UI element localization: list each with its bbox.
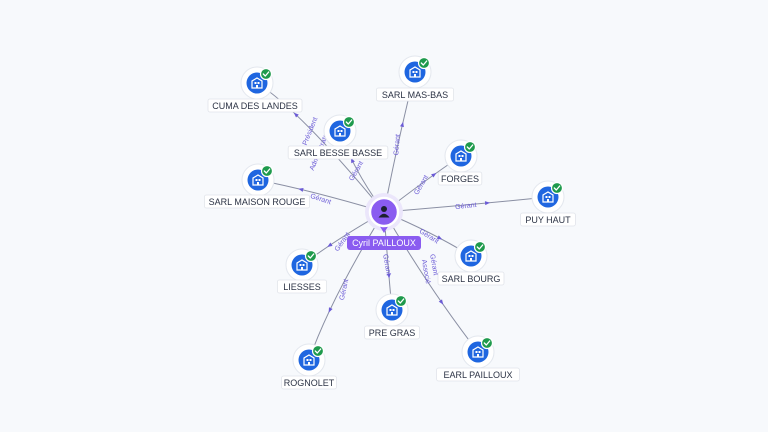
company-node-sarl-mas-bas[interactable]: SARL MAS-BAS [375, 55, 454, 102]
node-label-background [364, 325, 420, 340]
nodes-layer: CUMA DES LANDES SARL MAS-BAS SARL BESSE BA… [203, 55, 576, 390]
edge-arrow-icon [438, 299, 444, 305]
node-label: SARL BOURG [442, 274, 501, 284]
edge-earl-pailloux [383, 211, 479, 353]
node-label-background [203, 194, 310, 209]
company-node-sarl-maison-rouge[interactable]: SARL MAISON ROUGE [203, 163, 310, 209]
verified-check-icon [394, 294, 408, 308]
edge-arrow-icon [400, 121, 404, 128]
verified-check-icon [311, 344, 325, 358]
edge-label: Gérant [455, 202, 477, 211]
node-label-background [437, 271, 505, 286]
building-icon [251, 77, 263, 89]
edge-arrow-icon [431, 172, 437, 178]
building-icon [334, 125, 346, 137]
edge-puy-haut [383, 196, 549, 213]
person-icon [378, 206, 390, 218]
verified-check-icon [417, 56, 431, 70]
edge-label: Gérant [393, 134, 402, 156]
verified-check-icon [550, 181, 564, 195]
node-label: ROGNOLET [284, 378, 335, 388]
verified-check-icon [480, 336, 494, 350]
edge-arrow-icon [327, 242, 333, 247]
node-label: SARL MAISON ROUGE [209, 197, 306, 207]
node-label: SARL MAS-BAS [382, 90, 448, 100]
company-node-earl-pailloux[interactable]: EARL PAILLOUX [436, 335, 520, 382]
node-label-background [281, 375, 337, 390]
edge-arrow-icon [328, 307, 333, 313]
verified-check-icon [260, 164, 274, 178]
building-icon [296, 259, 308, 271]
company-node-puy-haut[interactable]: PUY HAUT [520, 180, 576, 227]
building-icon [472, 346, 484, 358]
edge-arrow-icon [386, 273, 391, 279]
node-label: PUY HAUT [525, 215, 571, 225]
node-label-background [520, 212, 576, 227]
company-node-rognolet[interactable]: ROGNOLET [281, 343, 337, 390]
company-node-pre-gras[interactable]: PRE GRAS [364, 293, 420, 340]
node-label: LIESSES [283, 282, 321, 292]
verified-check-icon [473, 240, 487, 254]
edge-arrow-icon [298, 187, 304, 192]
center-label-background [347, 236, 421, 250]
node-label-background [375, 87, 454, 102]
node-label: EARL PAILLOUX [443, 370, 512, 380]
edge-label: Gérant [339, 278, 350, 300]
building-icon [542, 191, 554, 203]
company-node-sarl-besse-basse[interactable]: SARL BESSE BASSE [287, 114, 389, 160]
node-label: SARL BESSE BASSE [294, 148, 382, 158]
edge-label: Gérant [418, 228, 440, 245]
node-label: PRE GRAS [369, 328, 416, 338]
company-node-liesses[interactable]: LIESSES [276, 248, 327, 294]
node-label-background [207, 98, 303, 113]
building-icon [252, 174, 264, 186]
node-label: FORGES [441, 174, 479, 184]
node-label: CUMA DES LANDES [212, 101, 298, 111]
edge-label: Président [302, 116, 320, 146]
verified-check-icon [304, 249, 318, 263]
edge-label: Gérant [413, 174, 430, 196]
building-icon [455, 150, 467, 162]
node-label-background [276, 279, 327, 294]
edge-label: Gérant [309, 193, 332, 206]
edge-arrow-icon [293, 112, 299, 118]
verified-check-icon [342, 115, 356, 129]
center-label: Cyril PAILLOUX [352, 238, 416, 248]
building-icon [409, 66, 421, 78]
edge-label: Gérant [428, 254, 439, 276]
company-node-cuma-des-landes[interactable]: CUMA DES LANDES [207, 66, 303, 113]
edge-label: Gérant [381, 254, 392, 276]
edge-label: Associé [420, 259, 431, 284]
building-icon [465, 250, 477, 262]
verified-check-icon [463, 140, 477, 154]
node-label-background [437, 171, 483, 186]
verified-check-icon [259, 67, 273, 81]
edge-arrow-icon [436, 235, 443, 240]
node-label-background [436, 367, 520, 382]
node-label-background [287, 145, 389, 160]
company-node-forges[interactable]: FORGES [437, 139, 483, 186]
edge-arrow-icon [484, 201, 491, 206]
building-icon [303, 354, 315, 366]
building-icon [386, 304, 398, 316]
company-node-sarl-bourg[interactable]: SARL BOURG [437, 239, 505, 286]
person-node-center[interactable]: Cyril PAILLOUX [347, 193, 421, 250]
